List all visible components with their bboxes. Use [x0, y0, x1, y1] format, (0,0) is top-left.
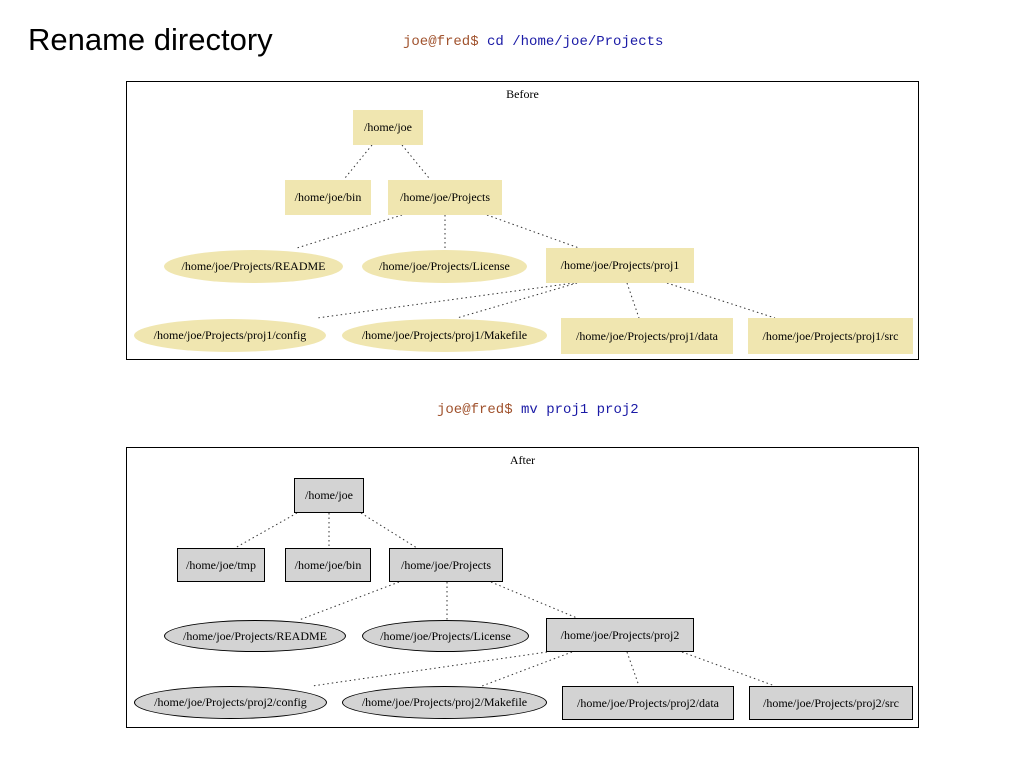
mv-command-text: mv proj1 proj2 — [521, 402, 639, 418]
shell-prompt: joe@fred$ — [403, 34, 479, 50]
file-node-license: /home/joe/Projects/License — [362, 620, 529, 652]
dir-node-data: /home/joe/Projects/proj1/data — [561, 318, 733, 354]
dir-node-home-joe: /home/joe — [294, 478, 364, 513]
file-node-makefile: /home/joe/Projects/proj2/Makefile — [342, 686, 547, 719]
shell-prompt: joe@fred$ — [437, 402, 513, 418]
after-tree-edges — [234, 512, 776, 687]
before-panel-label: Before — [506, 87, 539, 101]
cd-command-text: cd /home/joe/Projects — [487, 34, 664, 50]
dir-node-projects: /home/joe/Projects — [388, 180, 502, 215]
file-node-config: /home/joe/Projects/proj2/config — [134, 686, 327, 719]
dir-node-tmp: /home/joe/tmp — [177, 548, 265, 582]
dir-node-home-joe: /home/joe — [353, 110, 423, 145]
before-tree-edges — [296, 144, 776, 319]
dir-node-src: /home/joe/Projects/proj2/src — [749, 686, 913, 720]
mv-command-line: joe@fred$ mv proj1 proj2 — [437, 402, 639, 418]
file-node-makefile: /home/joe/Projects/proj1/Makefile — [342, 319, 547, 352]
file-node-license: /home/joe/Projects/License — [362, 250, 527, 283]
file-node-readme: /home/joe/Projects/README — [164, 620, 346, 652]
dir-node-data: /home/joe/Projects/proj2/data — [562, 686, 734, 720]
after-panel-label: After — [509, 453, 536, 467]
dir-node-proj2: /home/joe/Projects/proj2 — [546, 618, 694, 652]
before-tree-panel: Before /home/joe /home/joe/bin /home/joe… — [126, 81, 919, 360]
dir-node-bin: /home/joe/bin — [285, 548, 371, 582]
dir-node-bin: /home/joe/bin — [285, 180, 371, 215]
dir-node-proj1: /home/joe/Projects/proj1 — [546, 248, 694, 283]
after-tree-panel: After /home/joe /home/joe/tmp /home/joe/… — [126, 447, 919, 728]
dir-node-projects: /home/joe/Projects — [389, 548, 503, 582]
dir-node-src: /home/joe/Projects/proj1/src — [748, 318, 913, 354]
file-node-readme: /home/joe/Projects/README — [164, 250, 343, 283]
cd-command-line: joe@fred$ cd /home/joe/Projects — [403, 34, 663, 50]
file-node-config: /home/joe/Projects/proj1/config — [134, 319, 326, 352]
slide-title: Rename directory — [28, 22, 273, 57]
